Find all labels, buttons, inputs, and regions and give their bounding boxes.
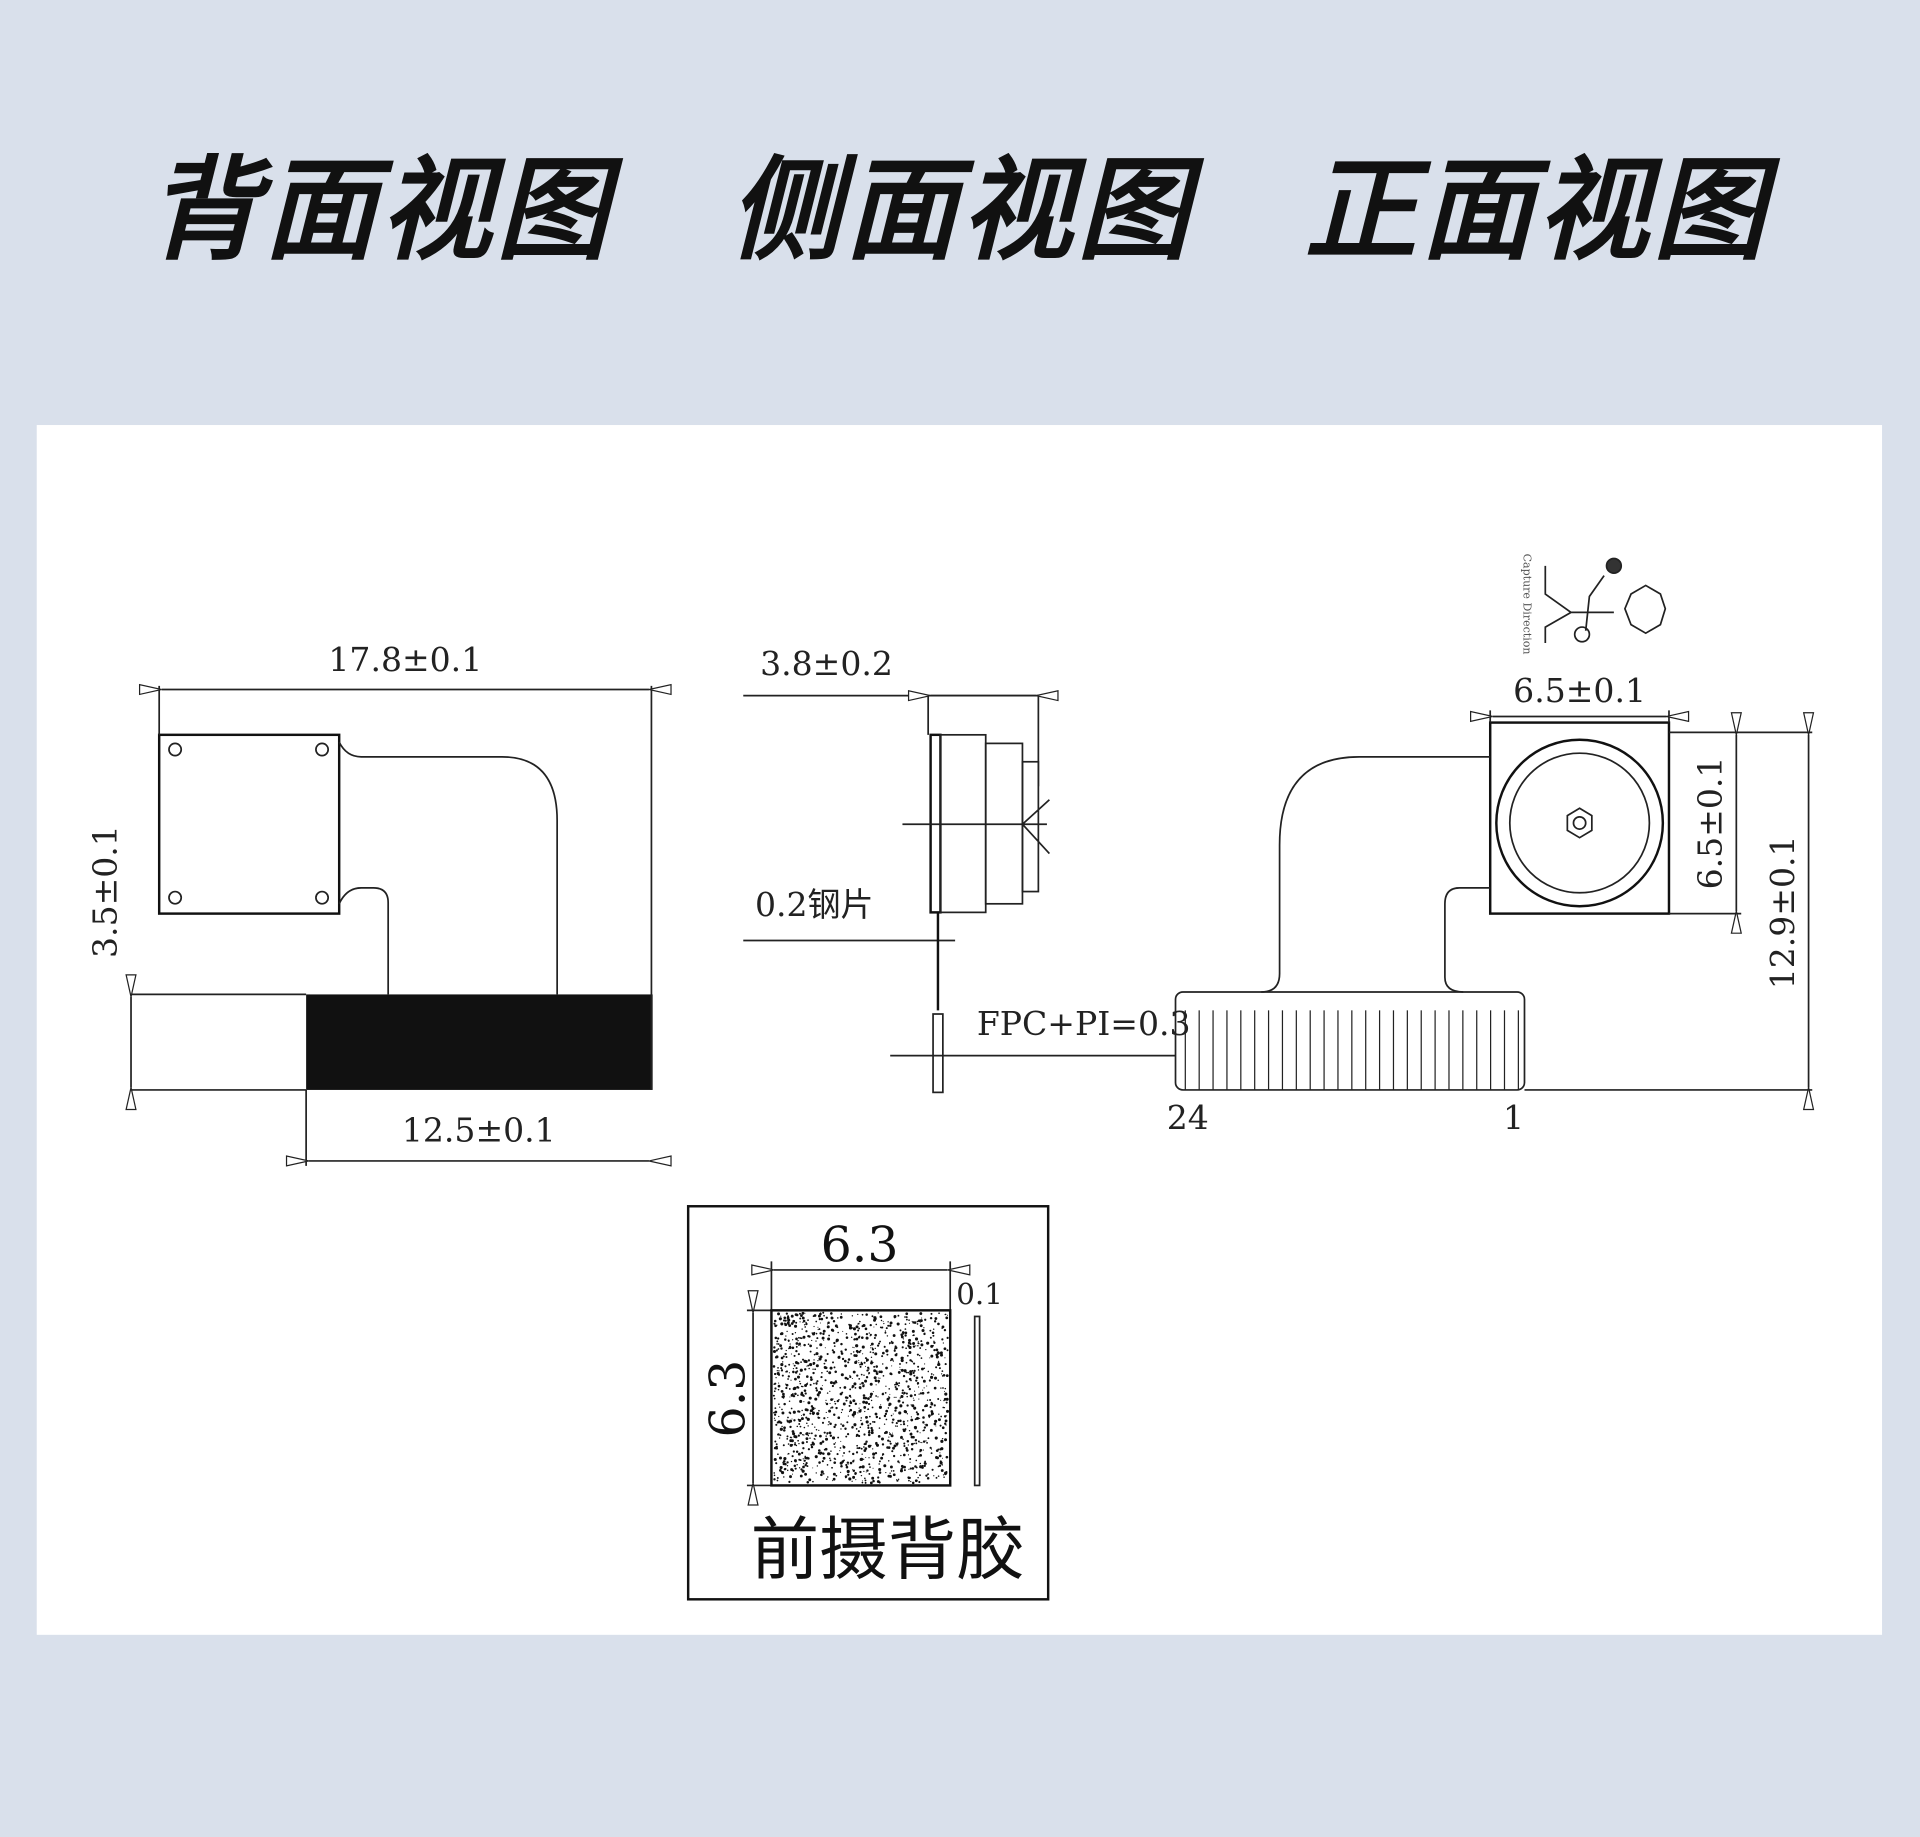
connector-pins bbox=[1184, 1010, 1519, 1090]
fpc-label: FPC+PI=0.3 bbox=[977, 1004, 1191, 1043]
back-height-label: 3.5±0.1 bbox=[85, 825, 124, 958]
connector-width-label: 12.5±0.1 bbox=[402, 1110, 556, 1149]
adhesive-pad bbox=[770, 1309, 952, 1487]
fpc-connector bbox=[1174, 991, 1526, 1091]
thickness-label: 3.8±0.2 bbox=[760, 644, 893, 683]
back-width-label: 17.8±0.1 bbox=[328, 640, 482, 679]
capture-direction-icon bbox=[1544, 557, 1667, 643]
module-height-label: 6.5±0.1 bbox=[1691, 757, 1730, 890]
total-height-label: 12.9±0.1 bbox=[1763, 835, 1802, 989]
mount-holes bbox=[168, 742, 330, 905]
adhesive-label: 前摄背胶 bbox=[751, 1511, 1025, 1591]
adhesive-height-label: 6.3 bbox=[699, 1360, 756, 1438]
lens bbox=[1495, 738, 1665, 908]
adhesive-stipple bbox=[772, 1311, 950, 1485]
module-width-label: 6.5±0.1 bbox=[1513, 671, 1646, 710]
title-front-view: 正面视图 bbox=[1305, 146, 1769, 276]
flex-cable bbox=[338, 741, 558, 995]
title-back-view: 背面视图 bbox=[148, 146, 612, 276]
pin-1-label: 1 bbox=[1503, 1098, 1524, 1137]
sensor-board bbox=[157, 733, 341, 915]
front-view: Capture Direction 24 1 6.5±0.1 6.5±0.1 1… bbox=[1167, 554, 1813, 1137]
adhesive-thickness-label: 0.1 bbox=[956, 1277, 1003, 1311]
title-side-view: 侧面视图 bbox=[729, 146, 1193, 276]
back-view: 17.8±0.1 3.5±0.1 12.5±0.1 bbox=[85, 640, 652, 1166]
adhesive-detail: 6.3 6.3 0.1 前摄背胶 bbox=[686, 1205, 1050, 1601]
connector-stiffener bbox=[306, 994, 653, 1090]
capture-direction-label: Capture Direction bbox=[1520, 554, 1533, 655]
steel-label: 0.2钢片 bbox=[755, 885, 874, 924]
adhesive-width-label: 6.3 bbox=[821, 1216, 899, 1273]
side-view: 3.8±0.2 0.2钢片 FPC+PI=0.3 bbox=[743, 644, 1191, 1094]
pin-24-label: 24 bbox=[1167, 1098, 1209, 1137]
camera-module bbox=[1488, 721, 1671, 915]
